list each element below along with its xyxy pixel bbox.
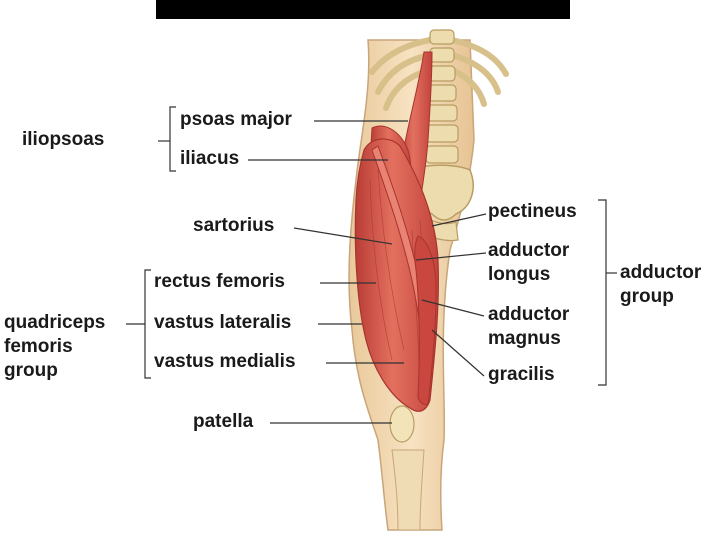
label-adductor-longus-line1: adductor [488,240,570,261]
label-patella: patella [193,411,254,432]
group-quadriceps-line1: quadriceps [4,312,106,333]
label-gracilis: gracilis [488,364,555,385]
group-adductor-line1: adductor [620,262,702,283]
group-adductor-line2: group [620,286,674,307]
lumbar-spine [425,29,459,164]
label-vastus-lateralis: vastus lateralis [154,312,292,333]
adductor-muscles [414,235,437,405]
patella-bone [389,405,415,443]
group-quadriceps-line3: group [4,360,58,381]
label-sartorius: sartorius [193,215,275,236]
lower-leg-bone [391,449,425,531]
label-adductor-magnus-line2: magnus [488,328,561,349]
group-quadriceps-line2: femoris [4,336,73,357]
group-iliopsoas: iliopsoas [22,129,105,150]
label-pectineus: pectineus [488,201,577,222]
brackets [126,106,617,386]
title-bar [156,0,570,19]
label-rectus-femoris: rectus femoris [154,271,285,292]
label-adductor-longus-line2: longus [488,264,551,285]
label-vastus-medialis: vastus medialis [154,351,296,372]
label-iliacus: iliacus [180,148,240,169]
label-psoas-major: psoas major [180,109,292,130]
label-adductor-magnus-line1: adductor [488,304,570,325]
thigh-muscle-mass [354,138,439,412]
leader-lines [248,120,487,424]
